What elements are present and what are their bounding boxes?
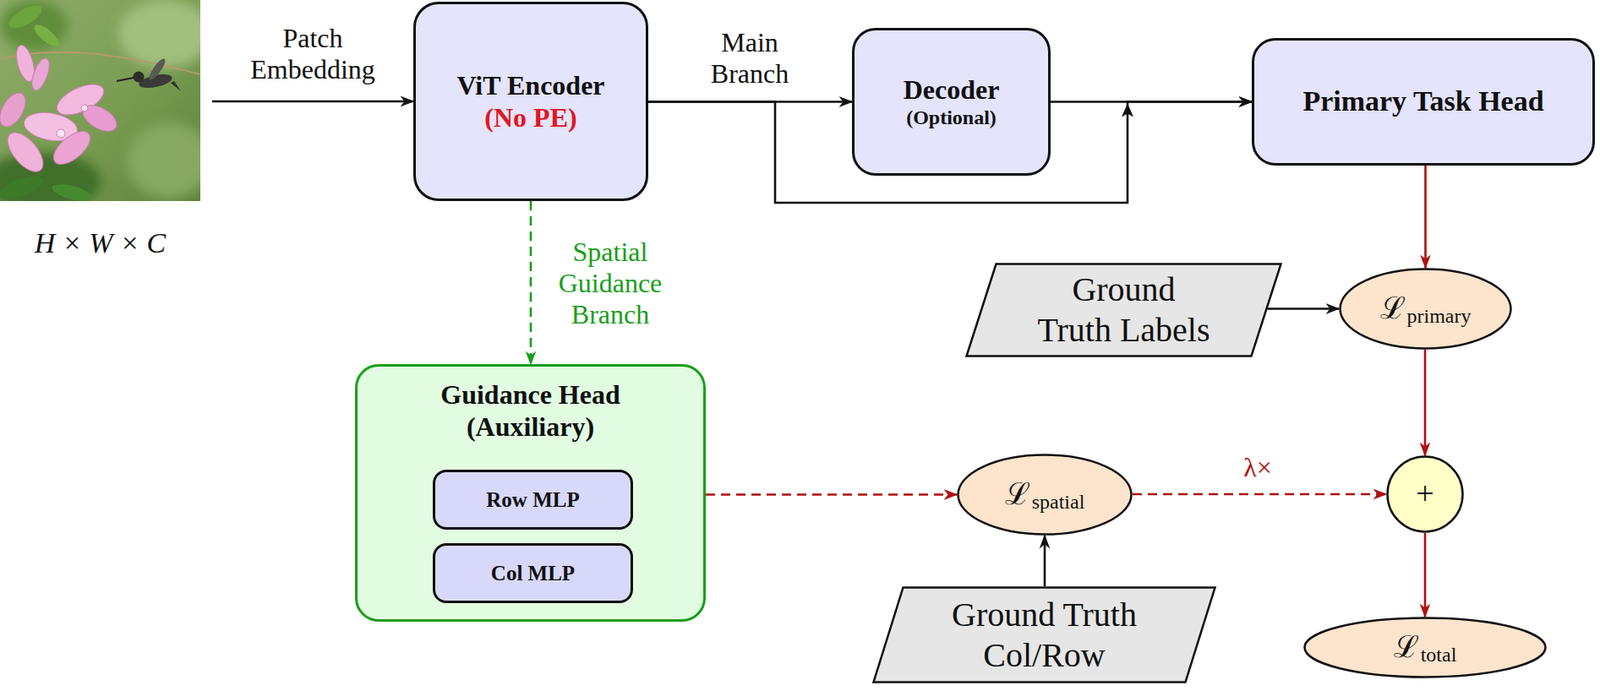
loss-ellipse: ℒspatial <box>956 453 1133 536</box>
math-subscript: primary <box>1407 304 1472 329</box>
arrow <box>1267 307 1340 311</box>
edge-label: Main Branch <box>708 27 792 90</box>
math-symbol: ℒ <box>1380 290 1406 328</box>
box-title: Guidance Head (Auxiliary) <box>404 378 657 444</box>
data-label: Ground Truth Col/Row <box>946 595 1143 677</box>
arrow <box>1043 535 1047 587</box>
decoder-box: Decoder(Optional) <box>851 27 1051 176</box>
box-note: (Optional) <box>906 105 997 131</box>
arrow <box>1424 165 1427 268</box>
box-title: Row MLP <box>486 487 579 514</box>
sum-circle: + <box>1386 455 1464 534</box>
circle-shape <box>1387 457 1464 533</box>
operator-symbol: + <box>1415 475 1434 514</box>
input-image: H × W × C <box>0 0 201 202</box>
ellipse-shape <box>1340 269 1512 350</box>
weight-label: λ× <box>1240 452 1275 484</box>
task-head-box: Primary Task Head <box>1251 38 1595 166</box>
loss-ellipse: ℒprimary <box>1338 267 1513 350</box>
math-subscript: spatial <box>1032 490 1086 515</box>
hummingbird <box>116 56 181 92</box>
box-title: Decoder <box>903 73 1000 106</box>
box-title: Col MLP <box>491 561 575 587</box>
ellipse-shape <box>1305 618 1546 678</box>
box-note: (No PE) <box>484 101 577 134</box>
guidance-head-box: Guidance Head (Auxiliary) Row MLP Col MLP <box>354 364 706 623</box>
data-parallelogram: Ground Truth Labels <box>965 262 1283 358</box>
box-title: ViT Encoder <box>456 69 605 102</box>
mlp-box: Col MLP <box>432 543 634 604</box>
para-shape <box>873 588 1216 683</box>
junction-arrowhead <box>1121 103 1134 118</box>
edge-label: Patch Embedding <box>247 22 378 86</box>
branch-label: Spatial Guidance Branch <box>556 236 666 330</box>
math-symbol: ℒ <box>1004 476 1031 514</box>
data-parallelogram: Ground Truth Col/Row <box>872 586 1217 684</box>
loss-ellipse: ℒtotal <box>1303 617 1547 679</box>
blurred-foliage <box>0 0 201 202</box>
dashed-arrow <box>705 493 957 497</box>
math-symbol: ℒ <box>1393 629 1420 667</box>
dashed-arrow <box>1132 493 1387 497</box>
para-shape <box>966 263 1282 356</box>
arrow <box>212 100 414 104</box>
dashed-arrow <box>529 201 533 365</box>
ellipse-shape <box>958 455 1132 536</box>
arrow <box>1424 533 1427 618</box>
box-title: Primary Task Head <box>1302 84 1544 120</box>
data-label: Ground Truth Labels <box>1035 269 1213 351</box>
arrow <box>1424 349 1427 456</box>
math-subscript: total <box>1420 643 1458 668</box>
encoder-box: ViT Encoder(No PE) <box>413 1 649 202</box>
dimension-label: H × W × C <box>0 226 201 262</box>
flowers <box>0 43 121 178</box>
mlp-box: Row MLP <box>432 469 634 530</box>
photo-illustration <box>0 0 201 202</box>
